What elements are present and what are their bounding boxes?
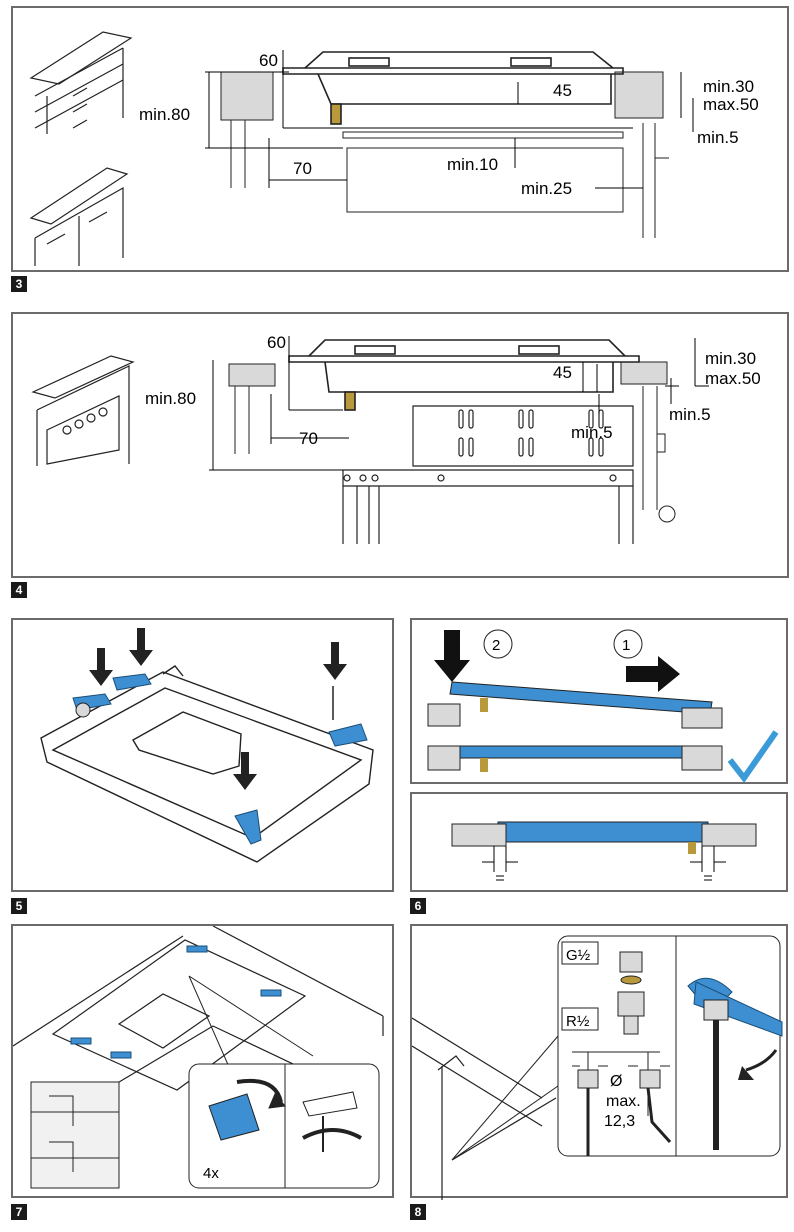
- wrench-tool-icon: [687, 977, 783, 1150]
- figure-6-insertion-drawing: 2 1: [427, 629, 779, 784]
- dim-min30-label: min.30: [703, 77, 754, 96]
- figure-number-7: 7: [11, 1204, 27, 1220]
- figure-number-6: 6: [410, 898, 426, 914]
- fitting-labels: G½ R½ Ø max. 12,3: [566, 947, 641, 1130]
- figure-6-centering-drawing: [451, 821, 757, 881]
- door-cabinet-illustration: [29, 167, 129, 266]
- dim-70-label: 70: [293, 159, 312, 178]
- cabinet-interior-illustration: [412, 1017, 557, 1200]
- figure-7-drawing: 4x: [13, 926, 384, 1189]
- dim-60-label: 60: [267, 333, 286, 352]
- countertop-right: [620, 361, 668, 385]
- figure-8-panel: G½ R½ Ø max. 12,3: [410, 924, 788, 1200]
- thread-g-label: G½: [566, 947, 591, 964]
- figure-7-panel: 4x: [11, 924, 394, 1198]
- dim-45-label: 45: [553, 81, 572, 100]
- figure-number-8: 8: [410, 1204, 426, 1220]
- section-detail-inset: [30, 1081, 120, 1189]
- oven-housing: [342, 405, 634, 544]
- drawer-cabinet-illustration: [29, 31, 133, 134]
- downward-arrow-icons: [89, 628, 347, 790]
- figure-4-drawing: 60 min.80 45 min.30 max.50 min.5 70 min.…: [31, 333, 761, 544]
- fig3-dimension-labels: 60 min.80 45 min.30 max.50 min.5 70 min.…: [139, 51, 759, 198]
- figure-number-5: 5: [11, 898, 27, 914]
- hob-underside-illustration: [40, 665, 374, 863]
- right-arrow-step1: 1: [613, 629, 680, 692]
- fig4-dimension-labels: 60 min.80 45 min.30 max.50 min.5 70 min.…: [145, 333, 761, 448]
- quantity-4x-label: 4x: [203, 1165, 219, 1182]
- hob-side-view: [282, 51, 624, 125]
- zoom-callout: [188, 975, 380, 1189]
- dim-max50-label: max.50: [703, 95, 759, 114]
- drawer-front: [346, 147, 624, 213]
- figure-number-3: 3: [11, 276, 27, 292]
- figure-3-panel: 60 min.80 45 min.30 max.50 min.5 70 min.…: [11, 6, 789, 272]
- step-2-label: 2: [492, 637, 500, 654]
- step-1-label: 1: [622, 637, 630, 654]
- dim-min25-label: min.25: [521, 179, 572, 198]
- intermediate-shelf: [342, 131, 624, 139]
- checkmark-icon: [727, 730, 779, 784]
- tilted-hob: [427, 681, 723, 729]
- dim-min5-right-label: min.5: [669, 405, 711, 424]
- countertop-left: [451, 823, 507, 847]
- down-arrow-step2: 2: [434, 629, 513, 682]
- diameter-symbol-label: Ø: [610, 1073, 622, 1090]
- countertop-left: [220, 71, 274, 121]
- dim-min10-label: min.10: [447, 155, 498, 174]
- hob-centered: [497, 821, 709, 843]
- dim-max50-label: max.50: [705, 369, 761, 388]
- dim-min30-label: min.30: [705, 349, 756, 368]
- mounting-clamp-icons: [72, 673, 368, 845]
- figure-3-drawing: 60 min.80 45 min.30 max.50 min.5 70 min.…: [29, 31, 759, 266]
- figure-5-panel: [11, 618, 394, 892]
- thread-r-label: R½: [566, 1013, 590, 1030]
- dim-60-label: 60: [259, 51, 278, 70]
- figure-6-panel-top: 2 1: [410, 618, 788, 784]
- dim-70-label: 70: [299, 429, 318, 448]
- equal-gap-markers: [482, 846, 726, 881]
- clamp-icons: [70, 945, 282, 1059]
- diameter-value-label: 12,3: [604, 1113, 635, 1130]
- dim-min5-oven-label: min.5: [571, 423, 613, 442]
- figure-8-drawing: G½ R½ Ø max. 12,3: [412, 935, 783, 1200]
- countertop-right: [614, 71, 664, 119]
- dim-min80-label: min.80: [145, 389, 196, 408]
- countertop-right: [701, 823, 757, 847]
- hob-side-view: [288, 339, 640, 411]
- figure-number-4: 4: [11, 582, 27, 598]
- built-in-oven-illustration: [31, 355, 135, 466]
- dim-min5-label: min.5: [697, 128, 739, 147]
- seated-hob: [427, 745, 723, 772]
- figure-6-panel-bottom: [410, 792, 788, 892]
- diameter-max-label: max.: [606, 1093, 641, 1110]
- dim-min80-label: min.80: [139, 105, 190, 124]
- countertop-left: [228, 363, 276, 387]
- figure-4-panel: 60 min.80 45 min.30 max.50 min.5 70 min.…: [11, 312, 789, 578]
- figure-5-drawing: [40, 628, 374, 863]
- dim-45-label: 45: [553, 363, 572, 382]
